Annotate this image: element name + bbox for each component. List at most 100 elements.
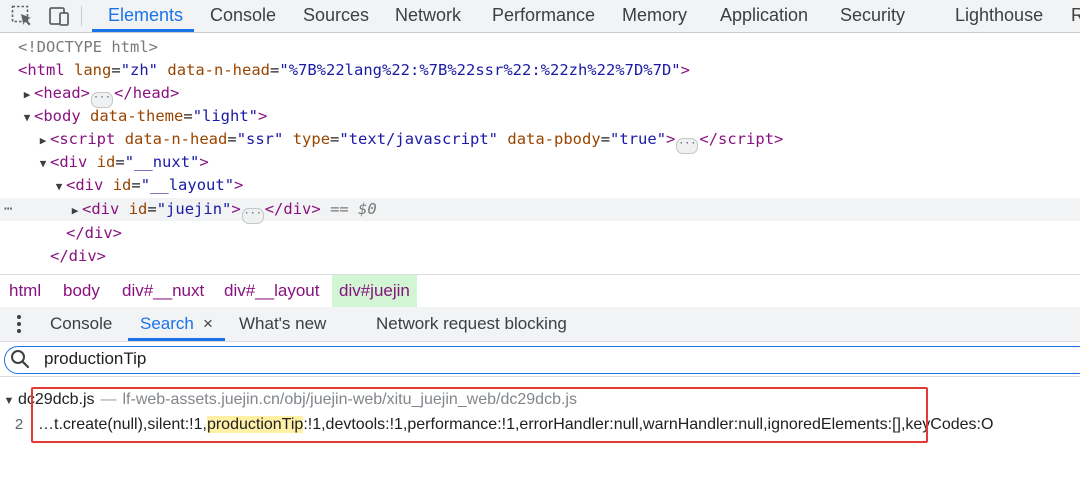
tab-memory[interactable]: Memory bbox=[622, 5, 688, 25]
breadcrumb-body[interactable]: body bbox=[63, 281, 100, 300]
dom-node-juejin-selected[interactable]: ⋯ ▶<div id="juejin">···</div> == $0 bbox=[0, 198, 1080, 224]
drawer-tab-bar: Console Search × What's new Network requ… bbox=[0, 307, 1080, 342]
tag-close-bracket: > bbox=[666, 130, 676, 148]
tag-name: div bbox=[91, 200, 120, 218]
search-results: ▼dc29dcb.js—lf-web-assets.juejin.cn/obj/… bbox=[0, 377, 1080, 482]
tag-open-bracket: < bbox=[66, 176, 76, 194]
dom-node-html[interactable]: <html lang="zh" data-n-head="%7B%22lang%… bbox=[0, 59, 1080, 82]
tag-open-bracket: </ bbox=[699, 130, 719, 148]
result-line-number: 2 bbox=[14, 416, 24, 433]
devtools-tab-bar: Elements Console Sources Network Perform… bbox=[0, 0, 1080, 33]
attr-value: "text/javascript" bbox=[339, 130, 499, 148]
breadcrumb-juejin[interactable]: div#juejin bbox=[332, 275, 417, 307]
attr-equals: = bbox=[147, 200, 157, 218]
attr-name: data-theme bbox=[90, 107, 184, 125]
tag-name: head bbox=[132, 84, 171, 102]
attr-value: "juejin" bbox=[156, 200, 232, 218]
breadcrumb-html[interactable]: html bbox=[9, 281, 42, 300]
collapsed-children-icon[interactable]: ··· bbox=[91, 92, 114, 108]
tag-close-bracket: > bbox=[231, 200, 241, 218]
dom-tree: <!DOCTYPE html> <html lang="zh" data-n-h… bbox=[0, 33, 1080, 273]
dom-node-layout[interactable]: ▼<div id="__layout"> bbox=[0, 174, 1080, 197]
tag-close-bracket: > bbox=[311, 200, 321, 218]
attr-equals: = bbox=[600, 130, 611, 148]
closing-tag: </div> bbox=[66, 224, 122, 242]
doctype-text: <!DOCTYPE html> bbox=[18, 38, 158, 56]
attr-name: id bbox=[128, 200, 148, 218]
attr-name: data-n-head bbox=[124, 130, 228, 148]
collapsed-children-icon[interactable]: ··· bbox=[241, 208, 264, 224]
tag-open-bracket: </ bbox=[114, 84, 133, 102]
attr-value: "%7B%22lang%22:%7B%22ssr%22:%22zh%22%7D%… bbox=[279, 61, 681, 79]
drawer-menu-icon[interactable] bbox=[15, 313, 23, 335]
tag-open-bracket: < bbox=[18, 61, 28, 79]
tab-elements[interactable]: Elements bbox=[108, 5, 184, 25]
attr-name: id bbox=[96, 153, 116, 171]
result-file-header[interactable]: ▼dc29dcb.js—lf-web-assets.juejin.cn/obj/… bbox=[0, 389, 577, 411]
drawer-tab-network-request-blocking[interactable]: Network request blocking bbox=[376, 314, 567, 333]
tab-overflow[interactable]: R bbox=[1071, 5, 1080, 25]
drawer-tab-console[interactable]: Console bbox=[50, 314, 113, 333]
drawer-tab-search[interactable]: Search bbox=[140, 314, 194, 333]
attr-equals: = bbox=[227, 130, 237, 148]
inspect-element-icon[interactable] bbox=[10, 4, 34, 28]
tag-open-bracket: < bbox=[50, 130, 60, 148]
device-toolbar-icon[interactable] bbox=[47, 4, 71, 28]
attr-equals: = bbox=[111, 61, 121, 79]
tag-open-bracket: < bbox=[34, 107, 44, 125]
active-tab-indicator bbox=[92, 29, 194, 32]
tag-name: script bbox=[718, 130, 775, 148]
breadcrumb-nuxt[interactable]: div#__nuxt bbox=[122, 281, 205, 300]
search-bar bbox=[0, 342, 1080, 377]
tab-application[interactable]: Application bbox=[720, 5, 809, 25]
tab-sources[interactable]: Sources bbox=[303, 5, 370, 25]
collapse-triangle-icon[interactable]: ▼ bbox=[39, 157, 47, 170]
dom-node-close-layout[interactable]: </div> bbox=[0, 222, 1080, 245]
attr-value: "zh" bbox=[120, 61, 159, 79]
console-ref-marker: $0 bbox=[358, 200, 377, 218]
result-match-line[interactable]: 2…t.create(null),silent:!1,productionTip… bbox=[0, 414, 993, 436]
row-actions-icon[interactable]: ⋯ bbox=[4, 201, 14, 217]
collapse-triangle-icon[interactable]: ▼ bbox=[23, 111, 31, 124]
tag-close-bracket: > bbox=[199, 153, 209, 171]
breadcrumb: html body div#__nuxt div#__layout div#ju… bbox=[0, 274, 1080, 308]
tab-console[interactable]: Console bbox=[210, 5, 277, 25]
toolbar-separator bbox=[81, 6, 82, 26]
tab-lighthouse[interactable]: Lighthouse bbox=[955, 5, 1044, 25]
tag-open-bracket: < bbox=[34, 84, 44, 102]
close-search-tab-icon[interactable]: × bbox=[203, 314, 213, 333]
dom-node-head[interactable]: ▶<head>···</head> bbox=[0, 82, 1080, 108]
drawer-tab-whats-new[interactable]: What's new bbox=[239, 314, 327, 333]
tag-open-bracket: </ bbox=[264, 200, 284, 218]
collapse-triangle-icon[interactable]: ▼ bbox=[3, 395, 15, 407]
dom-node-nuxt[interactable]: ▼<div id="__nuxt"> bbox=[0, 151, 1080, 174]
tag-close-bracket: > bbox=[774, 130, 784, 148]
tab-network[interactable]: Network bbox=[395, 5, 462, 25]
collapsed-children-icon[interactable]: ··· bbox=[676, 138, 699, 154]
attr-value: "__layout" bbox=[140, 176, 235, 194]
tab-security[interactable]: Security bbox=[840, 5, 906, 25]
dom-node-script[interactable]: ▶<script data-n-head="ssr" type="text/ja… bbox=[0, 128, 1080, 154]
tag-name: script bbox=[59, 130, 116, 148]
search-input[interactable] bbox=[44, 346, 644, 372]
result-file-path: lf-web-assets.juejin.cn/obj/juejin-web/x… bbox=[122, 391, 577, 408]
tab-performance[interactable]: Performance bbox=[492, 5, 596, 25]
breadcrumb-layout[interactable]: div#__layout bbox=[224, 281, 320, 300]
equals-marker: == bbox=[330, 200, 349, 218]
dom-node-close-nuxt[interactable]: </div> bbox=[0, 245, 1080, 268]
attr-name: lang bbox=[74, 61, 112, 79]
tag-close-bracket: > bbox=[80, 84, 91, 102]
dom-node-doctype[interactable]: <!DOCTYPE html> bbox=[0, 36, 1080, 59]
tag-name: div bbox=[75, 176, 104, 194]
match-text-before: …t.create(null),silent:!1, bbox=[38, 416, 207, 433]
match-text-after: :!1,devtools:!1,performance:!1,errorHand… bbox=[303, 416, 994, 433]
expand-triangle-icon[interactable]: ▶ bbox=[71, 204, 79, 217]
tag-name: head bbox=[43, 84, 81, 102]
dom-node-body[interactable]: ▼<body data-theme="light"> bbox=[0, 105, 1080, 128]
attr-equals: = bbox=[183, 107, 193, 125]
attr-equals: = bbox=[131, 176, 141, 194]
collapse-triangle-icon[interactable]: ▼ bbox=[55, 180, 63, 193]
expand-triangle-icon[interactable]: ▶ bbox=[39, 134, 47, 147]
attr-equals: = bbox=[115, 153, 125, 171]
expand-triangle-icon[interactable]: ▶ bbox=[23, 88, 31, 101]
